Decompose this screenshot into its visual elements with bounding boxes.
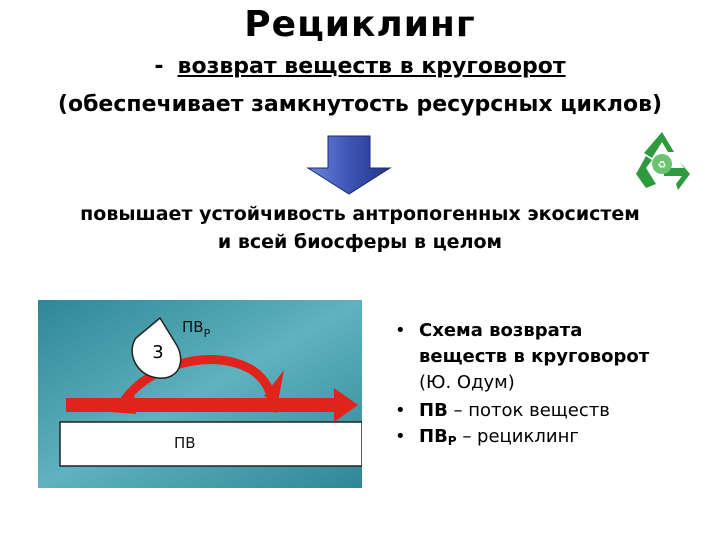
recycle-arrowhead-right (264, 370, 284, 402)
legend-item-scheme-line-2: веществ в круговорот (419, 346, 650, 367)
legend-list: • Схема возврата веществ в круговорот (Ю… (393, 318, 713, 454)
definition-text: возврат веществ в круговорот (177, 54, 566, 79)
recycling-diagram: 3 ПВР ПВ (38, 300, 362, 488)
legend-item-pv: • ПВ – поток веществ (393, 398, 713, 424)
bullet-marker: • (395, 426, 406, 447)
legend-term-pvr: ПВ (419, 426, 448, 447)
main-flow-arrow-shaft (66, 398, 336, 412)
definition-line: -возврат веществ в круговорот (0, 54, 720, 79)
result-line-2: и всей биосферы в целом (217, 231, 503, 253)
bullet-marker: • (395, 400, 406, 421)
legend-item-scheme: • Схема возврата веществ в круговорот (Ю… (393, 318, 713, 396)
result-line-1: повышает устойчивость антропогенных экос… (80, 203, 640, 225)
bullet-marker: • (395, 320, 406, 341)
slide-title: Рециклинг (244, 4, 476, 45)
pv-label: ПВ (174, 434, 196, 452)
pvr-label: ПВР (182, 318, 211, 340)
legend-desc-pvr: – рециклинг (456, 426, 579, 447)
node-label: 3 (152, 342, 163, 363)
legend-term-pvr-sub: Р (447, 434, 457, 448)
flow-band (59, 421, 362, 467)
node-drop-icon (131, 316, 182, 379)
main-flow-arrowhead (334, 388, 358, 422)
legend-item-scheme-line-3: (Ю. Одум) (419, 372, 515, 393)
down-arrow-icon (306, 135, 392, 195)
recycle-icon: ♻ (636, 132, 690, 190)
definition-note: (обеспечивает замкнутость ресурсных цикл… (57, 92, 663, 117)
svg-text:♻: ♻ (658, 160, 667, 171)
legend-desc-pv: – поток веществ (447, 400, 610, 421)
legend-term-pv: ПВ (419, 400, 448, 421)
legend-item-scheme-line-1: Схема возврата (419, 320, 583, 341)
result-text: повышает устойчивость антропогенных экос… (0, 200, 720, 256)
legend-item-pvr: • ПВР – рециклинг (393, 424, 713, 454)
definition-dash: - (154, 54, 164, 79)
